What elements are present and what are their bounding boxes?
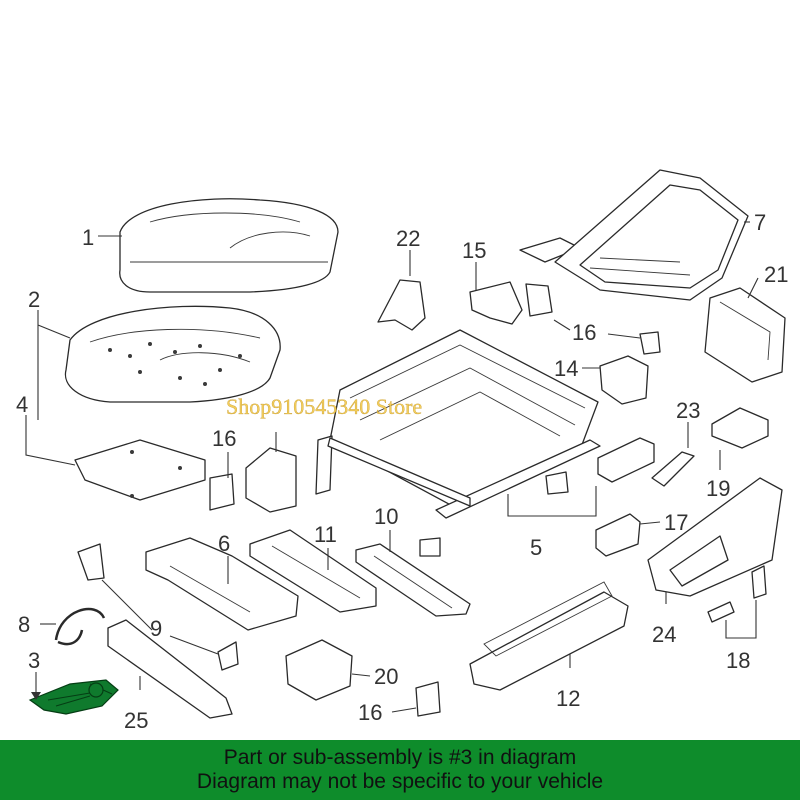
callout-8: 8	[18, 612, 30, 637]
part-16-bracket-right	[639, 331, 661, 355]
callout-16-c: 16	[358, 700, 382, 725]
callout-9: 9	[150, 616, 162, 641]
part-22-bracket	[377, 279, 426, 331]
callout-2: 2	[28, 287, 40, 312]
part-12-cover	[469, 581, 629, 691]
part-8-wire	[54, 607, 106, 646]
callout-16-a: 16	[572, 320, 596, 345]
callout-19: 19	[706, 476, 730, 501]
part-20-module	[285, 639, 353, 701]
part-11-track	[249, 529, 377, 613]
part-1-cushion-cover	[119, 198, 339, 293]
part-14-bracket	[599, 355, 649, 405]
callout-3: 3	[28, 648, 40, 673]
seat-motor	[597, 437, 655, 483]
callout-25: 25	[124, 708, 148, 733]
callout-4: 4	[16, 392, 28, 417]
callout-1: 1	[82, 225, 94, 250]
part-25-trim	[107, 619, 233, 719]
part-15-bracket	[469, 281, 523, 325]
callout-24: 24	[652, 622, 676, 647]
callout-10: 10	[374, 504, 398, 529]
part-16-bracket-left	[209, 473, 235, 511]
store-watermark: Shop910545340 Store	[226, 394, 422, 419]
leader-lines	[25, 221, 759, 713]
callout-14: 14	[554, 356, 578, 381]
part-10-track	[355, 543, 471, 617]
callout-3-arrow	[31, 692, 41, 700]
footer-line-2: Diagram may not be specific to your vehi…	[196, 770, 604, 793]
callout-7: 7	[754, 210, 766, 235]
part-7-frame	[519, 169, 749, 301]
callout-11: 11	[314, 522, 337, 547]
callout-18: 18	[726, 648, 750, 673]
seat-exploded-diagram: 1 2 3 4 5 6 7 8 9 10 11 12 14 15 16 16 1…	[16, 169, 788, 733]
part-6-track-cover	[145, 537, 299, 631]
part-13-bracket	[245, 447, 297, 513]
part-4-heater-pad	[74, 439, 206, 501]
footer-banner: Part or sub-assembly is #3 in diagram Di…	[0, 740, 800, 800]
callout-6: 6	[218, 531, 230, 556]
callout-22: 22	[396, 226, 420, 251]
part-21-module	[704, 287, 786, 383]
part-17-switch-module	[595, 513, 641, 557]
callout-16-b: 16	[212, 426, 236, 451]
footer-line-1: Part or sub-assembly is #3 in diagram	[223, 746, 577, 769]
part-16-bracket-bottom	[415, 681, 441, 717]
callout-labels: 1 2 3 4 5 6 7 8 9 10 11 12 14 15 16 16 1…	[16, 210, 788, 733]
part-23-clip	[651, 451, 695, 487]
callout-17: 17	[664, 510, 688, 535]
callout-20: 20	[374, 664, 398, 689]
callout-5: 5	[530, 535, 542, 560]
part-18-knobs	[707, 565, 767, 623]
part-16-bracket-upper	[525, 283, 553, 317]
part-9-pieces	[77, 543, 239, 671]
part-19-cover	[711, 407, 769, 449]
callout-15: 15	[462, 238, 486, 263]
callout-23: 23	[676, 398, 700, 423]
part-24-side-shield	[647, 477, 783, 597]
callout-12: 12	[556, 686, 580, 711]
part-5-seat-frame	[315, 329, 601, 557]
callout-21: 21	[764, 262, 788, 287]
part-2-cushion-pad	[64, 305, 281, 403]
part-3-highlighted-harness	[28, 679, 119, 715]
